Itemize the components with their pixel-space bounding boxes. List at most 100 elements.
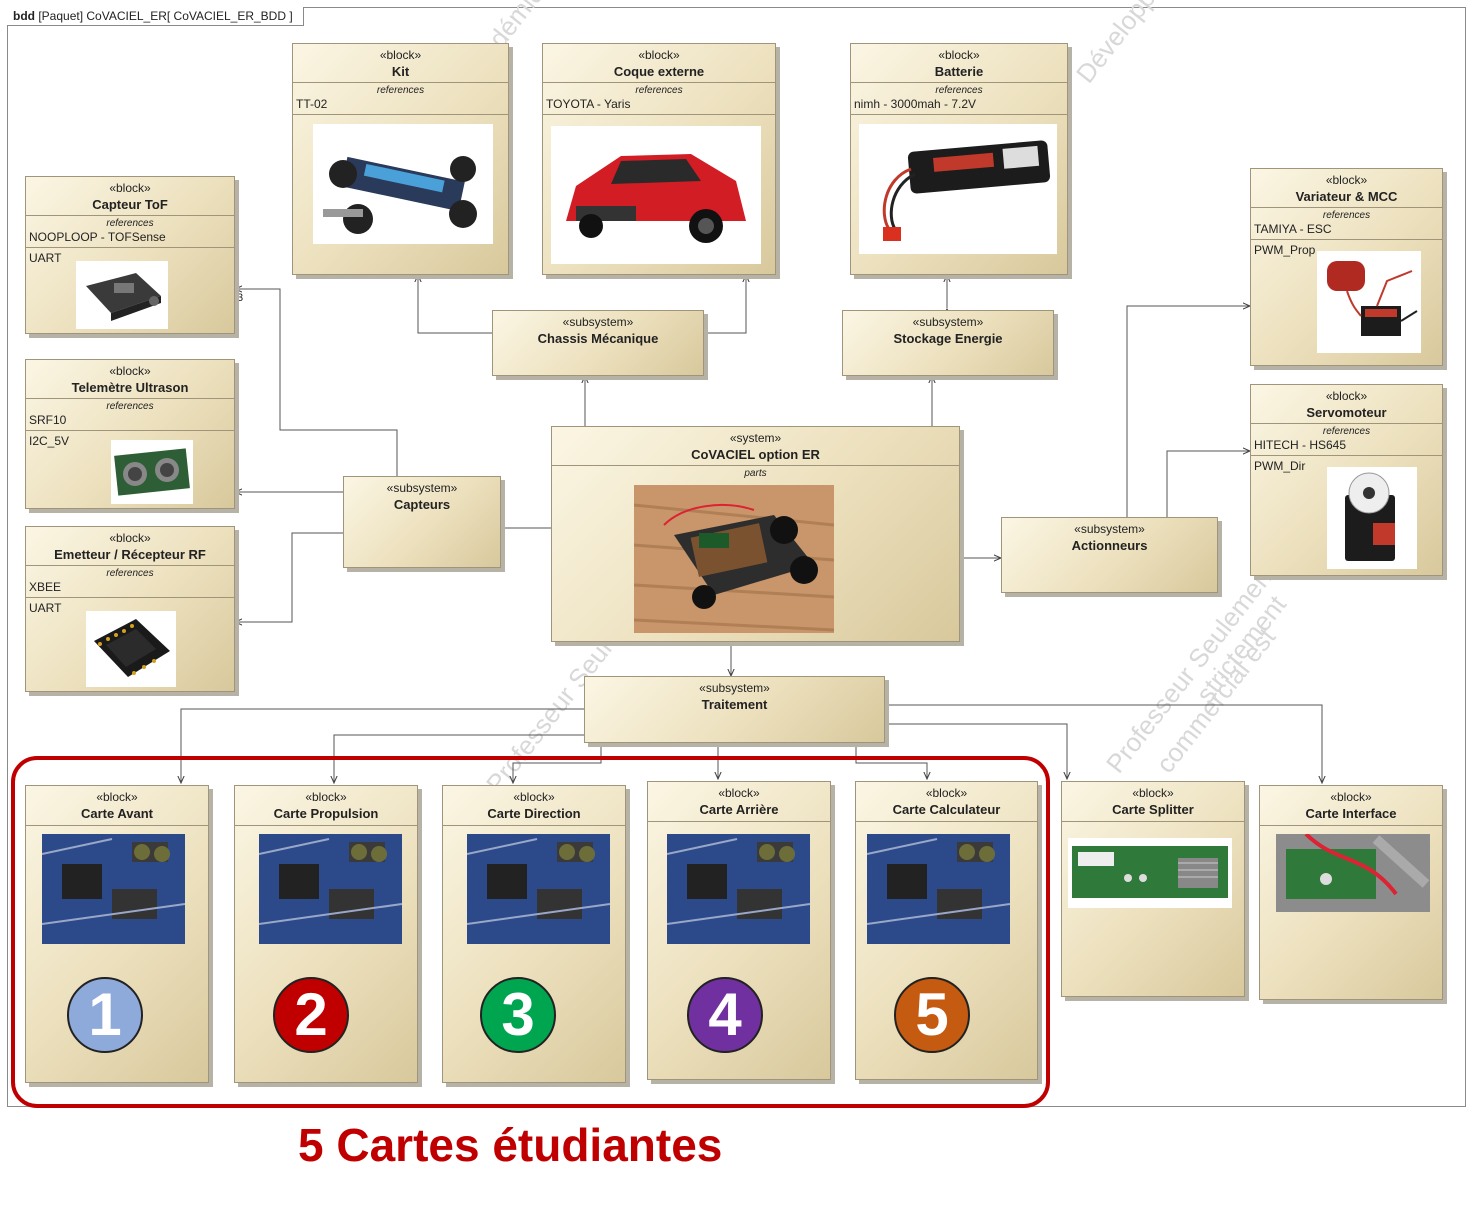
- block-name: Carte Splitter: [1112, 802, 1194, 817]
- compartment-label: references: [1322, 426, 1371, 437]
- subsystem-name: Stockage Energie: [893, 331, 1003, 346]
- battery-pack-photo-icon: [859, 124, 1057, 254]
- multiplicity-label: 3: [237, 292, 244, 304]
- student-cards-frame: [11, 756, 1050, 1108]
- link-traitement-interface: [885, 705, 1322, 783]
- student-cards-caption: 5 Cartes étudiantes: [298, 1119, 723, 1171]
- block-name: Variateur & MCC: [1295, 189, 1398, 204]
- system-name: CoVACIEL option ER: [691, 447, 820, 462]
- link-capteurs-rf: [235, 533, 343, 622]
- block-name: Emetteur / Récepteur RF: [54, 547, 206, 562]
- subsystem-stockage-energie[interactable]: «subsystem» Stockage Energie: [842, 310, 1054, 376]
- system-header: «system» CoVACIEL option ER: [552, 427, 959, 463]
- link-actionneurs-servo: [1167, 451, 1250, 517]
- pcb-photo-icon: [867, 834, 1010, 944]
- port-label: UART: [29, 601, 62, 615]
- stereotype: «subsystem»: [562, 315, 634, 329]
- subsystem-name: Traitement: [701, 697, 768, 712]
- reference-value: NOOPLOOP - TOFSense: [29, 230, 166, 244]
- port-label: UART: [29, 251, 62, 265]
- block-emetteur-recepteur-rf[interactable]: «block»Emetteur / Récepteur RF reference…: [25, 526, 235, 692]
- stereotype: «block»: [379, 48, 422, 62]
- tof-sensor-photo-icon: [76, 261, 168, 329]
- badge-4: 4: [687, 977, 763, 1053]
- compartment-label: references: [1322, 210, 1371, 221]
- block-header: «block»Carte Interface: [1260, 786, 1442, 822]
- subsystem-name: Chassis Mécanique: [537, 331, 659, 346]
- frame-title: [Paquet] CoVACIEL_ER[ CoVACIEL_ER_BDD ]: [38, 9, 293, 23]
- block-carte-arriere[interactable]: «block» Carte Arrière: [647, 781, 831, 1080]
- link-traitement-direction: [513, 743, 601, 783]
- block-carte-splitter[interactable]: «block» Carte Splitter: [1061, 781, 1245, 997]
- block-name: Batterie: [934, 64, 984, 79]
- block-name: Telemètre Ultrason: [71, 380, 189, 395]
- block-carte-interface[interactable]: «block»Carte Interface: [1259, 785, 1443, 1000]
- stereotype: «block»: [1132, 786, 1174, 800]
- subsystem-header: «subsystem» Chassis Mécanique: [493, 311, 703, 347]
- link-traitement-propulsion: [334, 735, 584, 783]
- block-name: Carte Interface: [1305, 806, 1397, 821]
- subsystem-traitement[interactable]: «subsystem» Traitement: [584, 676, 885, 743]
- stereotype: «block»: [925, 786, 968, 800]
- stereotype: «block»: [1325, 173, 1368, 187]
- badge-2: 2: [273, 977, 349, 1053]
- block-header: «block» Carte Calculateur: [856, 782, 1037, 818]
- frame-kind: bdd: [13, 9, 35, 23]
- frame-tab: bdd [Paquet] CoVACIEL_ER[ CoVACIEL_ER_BD…: [7, 7, 304, 26]
- stereotype: «block»: [109, 531, 151, 545]
- block-header: «block» Carte Arrière: [648, 782, 830, 818]
- port-label: PWM_Dir: [1254, 459, 1306, 473]
- block-header: «block» Carte Splitter: [1062, 782, 1244, 818]
- stereotype: «subsystem»: [912, 315, 984, 329]
- subsystem-chassis-mecanique[interactable]: «subsystem» Chassis Mécanique: [492, 310, 704, 376]
- stereotype: «system»: [729, 431, 782, 445]
- red-car-photo-icon: [551, 126, 761, 264]
- block-header: «block»Capteur ToF: [26, 177, 234, 213]
- reference-value: TOYOTA - Yaris: [546, 97, 631, 111]
- stereotype: «block»: [1325, 389, 1368, 403]
- system-covaciel[interactable]: «system»CoVACIEL option ER parts: [551, 426, 960, 642]
- interface-board-photo-icon: [1276, 834, 1430, 912]
- block-header: «block»Servomoteur: [1251, 385, 1442, 421]
- rf-module-photo-icon: [86, 611, 176, 687]
- subsystem-header: «subsystem» Capteurs: [344, 477, 500, 513]
- stereotype: «block»: [305, 790, 347, 804]
- compartment-label: references: [376, 85, 425, 96]
- stereotype: «block»: [109, 364, 151, 378]
- motor-esc-photo-icon: [1317, 251, 1421, 353]
- stereotype: «block»: [513, 790, 555, 804]
- block-variateur-mcc[interactable]: «block»Variateur & MCC references TAMIYA…: [1250, 168, 1443, 366]
- reference-value: nimh - 3000mah - 7.2V: [854, 97, 977, 111]
- subsystem-name: Capteurs: [393, 497, 451, 512]
- block-kit[interactable]: «block»Kit references TT-02: [292, 43, 509, 275]
- block-carte-avant[interactable]: «block»Carte Avant: [25, 785, 209, 1083]
- compartment-label: references: [106, 218, 154, 229]
- block-capteur-tof[interactable]: «block»Capteur ToF references NOOPLOOP -…: [25, 176, 235, 334]
- compartment-label: references: [935, 85, 983, 96]
- block-telemetre-ultrason[interactable]: «block»Telemètre Ultrason references SRF…: [25, 359, 235, 509]
- block-carte-propulsion[interactable]: «block» Carte Propulsion: [234, 785, 418, 1083]
- stereotype: «block»: [109, 181, 151, 195]
- block-batterie[interactable]: «block» Batterie references nimh - 3000ma…: [850, 43, 1068, 275]
- subsystem-actionneurs[interactable]: «subsystem»Actionneurs: [1001, 517, 1218, 593]
- port-label: PWM_Prop: [1254, 243, 1316, 257]
- block-header: «block»Carte Avant: [26, 786, 208, 822]
- stereotype: «subsystem»: [699, 681, 770, 695]
- stereotype: «block»: [96, 790, 138, 804]
- stereotype: «block»: [638, 48, 680, 62]
- block-name: Carte Calculateur: [892, 802, 1001, 817]
- block-header: «block» Carte Propulsion: [235, 786, 417, 822]
- stereotype: «subsystem»: [386, 481, 458, 495]
- block-servomoteur[interactable]: «block»Servomoteur references HITECH - H…: [1250, 384, 1443, 576]
- block-name: Carte Propulsion: [273, 806, 379, 821]
- pcb-photo-icon: [667, 834, 810, 944]
- subsystem-capteurs[interactable]: «subsystem» Capteurs: [343, 476, 501, 568]
- subsystem-header: «subsystem» Traitement: [585, 677, 884, 713]
- subsystem-header: «subsystem» Stockage Energie: [843, 311, 1053, 347]
- stereotype: «block»: [938, 48, 980, 62]
- stereotype: «block»: [718, 786, 760, 800]
- block-name: Carte Arrière: [699, 802, 779, 817]
- block-coque-externe[interactable]: «block»Coque externe references TOYOTA -…: [542, 43, 776, 275]
- block-carte-direction[interactable]: «block»Carte Direction: [442, 785, 626, 1083]
- subsystem-header: «subsystem»Actionneurs: [1002, 518, 1217, 554]
